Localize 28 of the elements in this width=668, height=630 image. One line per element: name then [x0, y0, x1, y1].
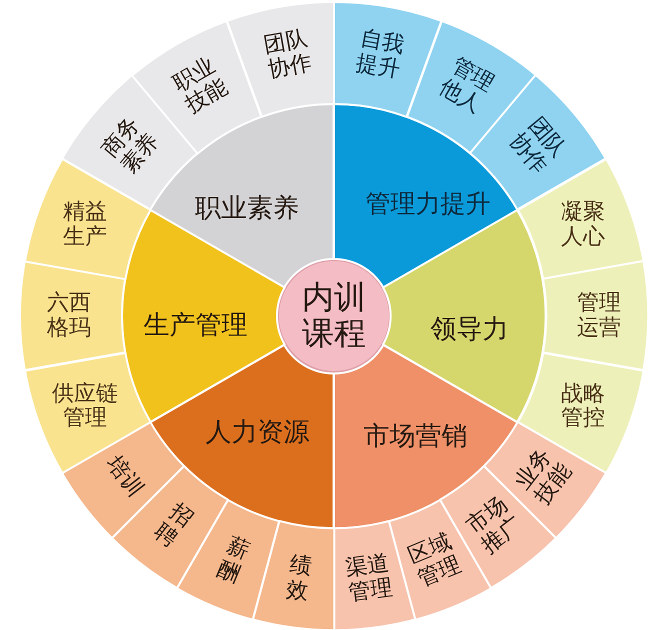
segment-label: 团队协作 [261, 26, 315, 84]
segment-label: 凝聚人心 [560, 200, 606, 250]
segment-label: 渠道管理 [342, 551, 395, 606]
segment-label: 管理运营 [576, 291, 622, 341]
segment-label: 生产管理 [142, 311, 248, 340]
segment-label: 领导力 [429, 316, 510, 345]
segment-label: 薪酬 [212, 533, 254, 588]
segment-label: 人力资源 [204, 418, 311, 448]
segment-label: 绩效 [284, 552, 314, 605]
segment-label: 团队协作 [503, 112, 571, 180]
segment-label: 六西格玛 [46, 291, 92, 341]
segment-label: 精益生产 [62, 200, 108, 250]
segment-label: 自我提升 [353, 26, 407, 84]
segment-label: 供应链管理 [50, 382, 119, 432]
segment-label: 战略管控 [560, 382, 606, 432]
outer-ring-segment [19, 260, 126, 372]
segment-label: 职业技能 [169, 54, 234, 120]
segment-label: 培训 [100, 452, 148, 504]
segment-label: 区域管理 [404, 529, 465, 592]
outer-ring-segment [252, 520, 335, 630]
segment-label: 职业素养 [194, 194, 300, 224]
center-label: 内训课程 [301, 280, 367, 352]
segment-label: 市场营销 [362, 422, 469, 452]
segment-label: 商务素养 [97, 112, 164, 180]
segment-label: 管理他人 [434, 54, 499, 120]
segment-label: 招聘 [148, 499, 198, 554]
outer-ring-segment [542, 260, 649, 372]
segment-label: 管理力提升 [364, 190, 492, 218]
